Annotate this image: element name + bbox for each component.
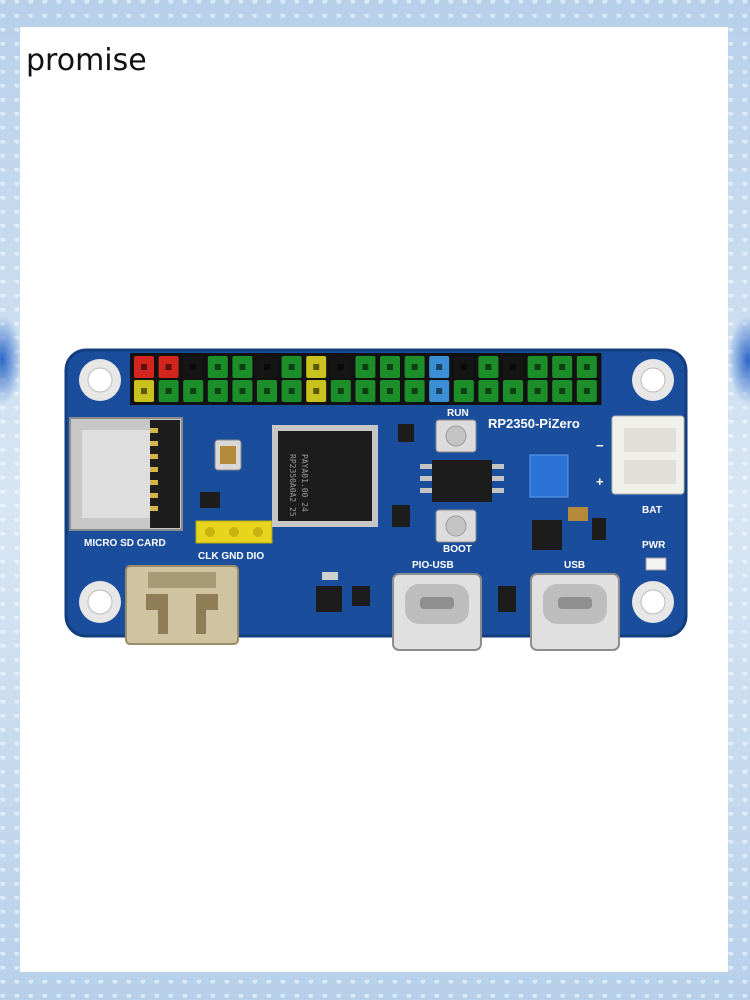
header-pin-socket [264, 388, 270, 394]
header-pin-socket [288, 364, 295, 370]
pio-usb-port [392, 573, 482, 651]
header-pin-socket [141, 364, 147, 370]
smd-part-6 [352, 586, 370, 606]
header-pin-socket [510, 388, 516, 394]
run-button[interactable] [435, 419, 477, 453]
usb-port [530, 573, 620, 651]
label-usb: USB [564, 560, 585, 571]
label-minus: − [596, 438, 604, 453]
header-pin-socket [411, 364, 418, 370]
header-pin-socket [190, 364, 197, 370]
header-pin-socket [534, 364, 541, 370]
header-pin-socket [288, 388, 295, 394]
header-pin-socket [485, 388, 492, 394]
header-pin-socket [583, 364, 590, 370]
header-pin-socket [559, 364, 566, 370]
pcb-edge-shade [64, 348, 688, 638]
header-pin-socket [436, 388, 443, 394]
mount-hole-top-right [632, 359, 674, 401]
header-pin-socket [460, 388, 467, 394]
mount-hole-bottom-right [632, 581, 674, 623]
header-pin-socket [214, 364, 221, 370]
header-pin-socket [583, 388, 590, 394]
chip-marking-line-1: RP2350A0A2 25 [288, 454, 297, 517]
smd-part-8 [498, 586, 516, 612]
label-micro-sd-card: MICRO SD CARD [84, 538, 166, 549]
header-pin-socket [264, 364, 270, 370]
header-pin-socket [436, 364, 443, 370]
power-ic-pad [529, 454, 569, 498]
header-pin-socket [387, 364, 393, 370]
header-pin-socket [460, 364, 467, 370]
smd-part-5 [316, 586, 342, 612]
battery-connector [611, 415, 685, 495]
mount-hole-bottom-left [79, 581, 121, 623]
header-pin-socket [190, 388, 197, 394]
header-pin-socket [141, 388, 147, 394]
smd-part-3 [568, 507, 588, 521]
pwr-led [645, 557, 667, 571]
smd-part-7 [322, 572, 338, 580]
header-pin-socket [534, 388, 541, 394]
header-pin-socket [510, 364, 516, 370]
header-pin-socket [214, 388, 221, 394]
label-pio-usb: PIO-USB [412, 560, 454, 571]
header-pin-socket [559, 388, 566, 394]
debug-header [195, 520, 273, 544]
mount-hole-top-left [79, 359, 121, 401]
header-pin-socket [387, 388, 393, 394]
rp2350-chip [272, 425, 378, 527]
header-pin-socket [485, 364, 492, 370]
header-pin-socket [165, 364, 172, 370]
label-pwr: PWR [642, 540, 666, 551]
smd-part-2 [392, 505, 410, 527]
smd-part-4 [592, 518, 606, 540]
header-pin-socket [362, 388, 369, 394]
micro-sd-slot [69, 417, 183, 531]
label-bat: BAT [642, 505, 662, 516]
regulator [200, 492, 220, 508]
header-pin-socket [411, 388, 418, 394]
chip-marking-line-2: PAYA01.00 24 [300, 454, 309, 512]
label-clk-gnd-dio: CLK GND DIO [198, 551, 264, 562]
left-edge-glow [0, 315, 22, 405]
flash-chip [420, 460, 504, 502]
crystal-inner [220, 446, 236, 464]
header-pin-socket [337, 364, 344, 370]
label-plus: + [596, 474, 604, 489]
header-pin-socket [165, 388, 172, 394]
usb-ic [532, 520, 562, 550]
header-pin-socket [337, 388, 344, 394]
label-run: RUN [447, 408, 469, 419]
smd-part-1 [398, 424, 414, 442]
header-pin-socket [313, 388, 320, 394]
header-pin-socket [313, 364, 320, 370]
gpio-header [130, 353, 602, 405]
header-pin-socket [239, 388, 246, 394]
header-pin-socket [239, 364, 246, 370]
boot-button[interactable] [435, 509, 477, 543]
caption-text: promise [26, 43, 147, 78]
header-pin-socket [362, 364, 369, 370]
label-model: RP2350-PiZero [488, 416, 580, 431]
right-edge-glow [728, 315, 750, 405]
label-boot: BOOT [443, 544, 472, 555]
mini-hdmi-port [125, 565, 239, 645]
